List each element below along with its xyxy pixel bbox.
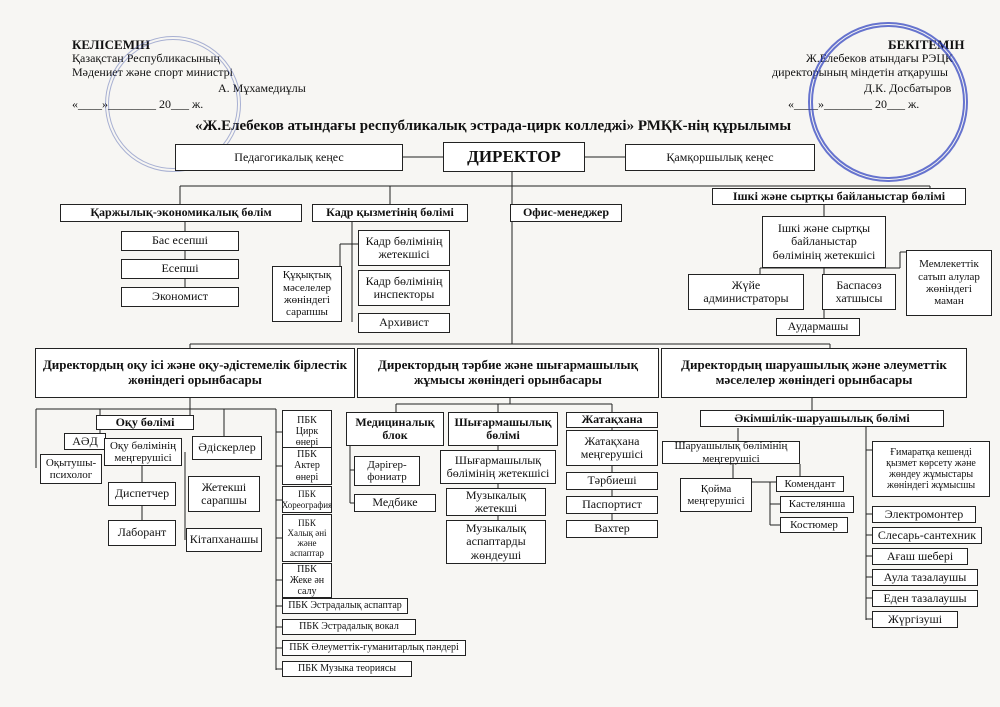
approval-left-title: КЕЛІСЕМІН <box>72 37 151 52</box>
pbk-music-theory: ПБК Музыка теориясы <box>282 661 412 677</box>
doctor-phoniatrist: Дәрігер-фониатр <box>354 456 420 486</box>
dispatcher: Диспетчер <box>108 482 176 506</box>
commandant: Комендант <box>776 476 844 492</box>
maintenance-worker: Ғимаратқа кешенді қызмет көрсету және жө… <box>872 441 990 497</box>
pedagogical-council: Педагогикалық кеңес <box>175 144 403 171</box>
trustees-council: Қамқоршылық кеңес <box>625 144 815 171</box>
director-box: ДИРЕКТОР <box>443 142 585 172</box>
deputy-academic: Директордың оқу ісі және оқу-әдістемелік… <box>35 348 355 398</box>
dormitory-head: Жатақхана меңгерушісі <box>566 430 658 466</box>
official-seal-left <box>105 36 241 172</box>
linen-keeper: Кастелянша <box>780 496 854 513</box>
pbk-solo: ПБК Жеке ән салу <box>282 563 332 598</box>
pbk-choreography: ПБК Хореография <box>282 486 332 513</box>
pbk-social-humanitarian: ПБК Әлеуметтік-гуманитарлық пәндері <box>282 640 466 656</box>
teacher-psychologist: Оқытушы-психолог <box>40 454 102 484</box>
methodists: Әдіскерлер <box>192 436 262 460</box>
pbk-estrada-vocal: ПБК Эстрадалық вокал <box>282 619 416 635</box>
chief-accountant: Бас есепші <box>121 231 239 251</box>
procurement-specialist: Мемлекеттік сатып алулар жөніндегі маман <box>906 250 992 316</box>
nurse: Медбике <box>354 494 436 512</box>
lead-expert: Жетекші сарапшы <box>188 476 260 512</box>
economic-head: Шаруашылық бөлімінің меңгерушісі <box>662 440 800 465</box>
librarian: Кітапханашы <box>186 528 262 552</box>
press-secretary: Баспасөз хатшысы <box>822 274 896 310</box>
archivist: Архивист <box>358 313 450 333</box>
floor-cleaner: Еден тазалаушы <box>872 590 978 607</box>
creative-department: Шығармашылық бөлімі <box>448 412 558 446</box>
hr-department: Кадр қызметінің бөлімі <box>312 204 468 222</box>
economist: Экономист <box>121 287 239 307</box>
pbk-estrada-instruments: ПБК Эстрадалық аспаптар <box>282 598 408 614</box>
watchman: Вахтер <box>566 520 658 538</box>
storage-head: Қойма меңгерушісі <box>680 478 752 512</box>
academic-department: Оқу бөлімі <box>96 415 194 430</box>
admin-economic-department: Әкімшілік-шаруашылық бөлімі <box>700 410 944 427</box>
relations-department: Ішкі және сыртқы байланыстар бөлімі <box>712 188 966 205</box>
office-manager: Офис-менеджер <box>510 204 622 222</box>
official-seal-right <box>808 22 968 182</box>
dormitory: Жатақхана <box>566 412 658 428</box>
medical-block: Медициналық блок <box>346 412 444 446</box>
passport-officer: Паспортист <box>566 496 658 514</box>
legal-expert: Құқықтық мәселелер жөніндегі сарапшы <box>272 266 342 322</box>
relations-head: Ішкі және сыртқы байланыстар бөлімінің ж… <box>762 216 886 268</box>
instrument-repairer: Музыкалық аспаптарды жөндеуші <box>446 520 546 564</box>
accountant: Есепші <box>121 259 239 279</box>
tutor: Тәрбиеші <box>566 472 658 490</box>
carpenter: Ағаш шебері <box>872 548 968 565</box>
finance-department: Қаржылық-экономикалық бөлім <box>60 204 302 222</box>
deputy-economic: Директордың шаруашылық және әлеуметтік м… <box>661 348 967 398</box>
pbk-acting: ПБК Актер өнері <box>282 447 332 485</box>
costumer: Костюмер <box>780 517 848 533</box>
academic-head: Оқу бөлімінің меңгерушісі <box>104 438 182 466</box>
driver: Жүргізуші <box>872 611 958 628</box>
plumber: Слесарь-сантехник <box>872 527 982 544</box>
electrician: Электромонтер <box>872 506 976 523</box>
deputy-education: Директордың тәрбие және шығармашылық жұм… <box>357 348 659 398</box>
music-head: Музыкалық жетекші <box>446 488 546 516</box>
yard-cleaner: Аула тазалаушы <box>872 569 978 586</box>
hr-inspector: Кадр бөлімінің инспекторы <box>358 270 450 306</box>
creative-head: Шығармашылық бөлімінің жетекшісі <box>440 450 556 484</box>
system-administrator: Жүйе администраторы <box>688 274 804 310</box>
hr-head: Кадр бөлімінің жетекшісі <box>358 230 450 266</box>
pbk-folk: ПБК Халық әні және аспаптар <box>282 514 332 562</box>
laboratory-assistant: Лаборант <box>108 520 176 546</box>
aad: АӘД <box>64 433 106 450</box>
translator: Аудармашы <box>776 318 860 336</box>
document-title: «Ж.Елебеков атындағы республикалық эстра… <box>195 118 792 134</box>
